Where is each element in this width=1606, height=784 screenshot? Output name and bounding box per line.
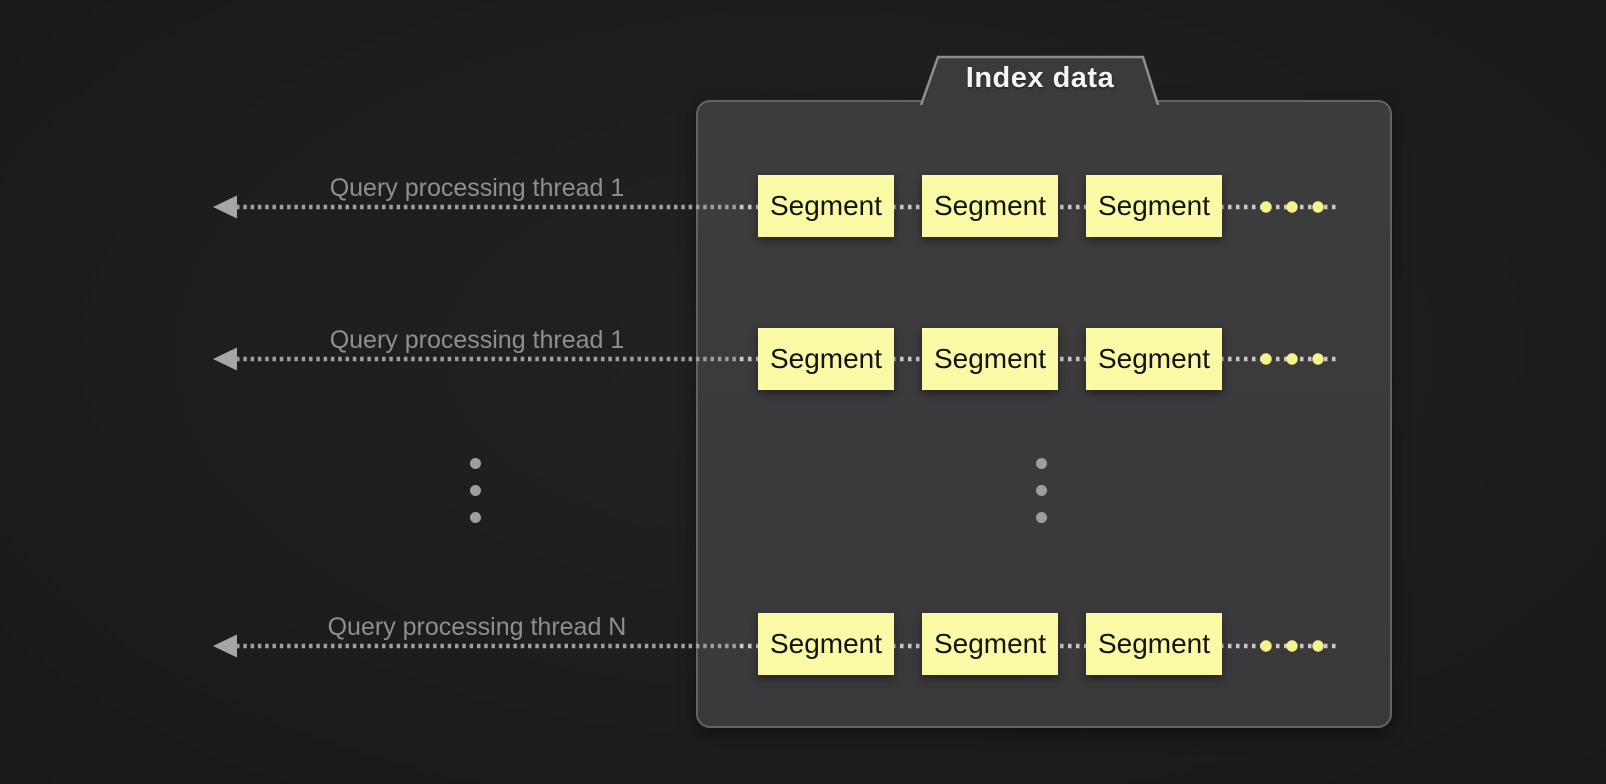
ellipsis-dot	[1036, 485, 1047, 496]
tab-border	[919, 55, 1160, 105]
segment-box: Segment	[922, 328, 1058, 390]
thread-label-2: Query processing thread 1	[329, 326, 625, 354]
more-segments-dots	[1260, 353, 1324, 365]
ellipsis-dot	[1036, 458, 1047, 469]
more-segments-dots	[1260, 640, 1324, 652]
segment-box: Segment	[922, 613, 1058, 675]
ellipsis-dot	[470, 485, 481, 496]
more-threads-ellipsis	[470, 458, 481, 523]
ellipsis-dot	[470, 458, 481, 469]
more-segments-dots	[1260, 201, 1324, 213]
tab-shape	[921, 57, 1158, 105]
segment-box: Segment	[1086, 175, 1222, 237]
thread-label-1: Query processing thread 1	[329, 174, 625, 202]
arrow-left-icon	[213, 195, 237, 219]
arrow-left-icon	[213, 634, 237, 658]
segment-box: Segment	[1086, 328, 1222, 390]
ellipsis-dot	[1036, 512, 1047, 523]
arrow-left-icon	[213, 347, 237, 371]
segment-box: Segment	[758, 328, 894, 390]
segment-box: Segment	[758, 175, 894, 237]
segment-box: Segment	[758, 613, 894, 675]
thread-label-n: Query processing thread N	[327, 613, 627, 641]
segment-box: Segment	[1086, 613, 1222, 675]
index-data-tab	[919, 55, 1160, 105]
index-data-tab-label: Index data	[965, 62, 1115, 94]
more-shards-ellipsis	[1036, 458, 1047, 523]
ellipsis-dot	[470, 512, 481, 523]
segment-box: Segment	[922, 175, 1058, 237]
